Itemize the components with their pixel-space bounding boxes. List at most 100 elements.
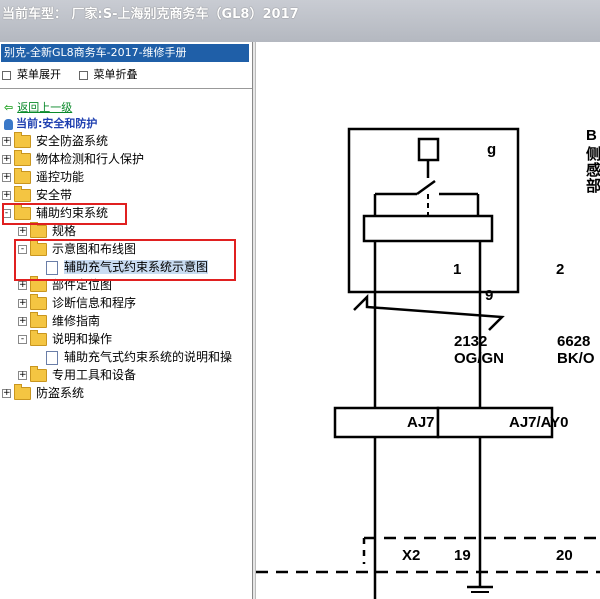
- expand-menu-label: 菜单展开: [17, 68, 61, 81]
- tree-item-label: 规格: [52, 224, 77, 238]
- tree-item-label: 物体检测和行人保护: [36, 152, 145, 166]
- folder-icon: [30, 366, 47, 382]
- module-box: [347, 127, 520, 294]
- expand-plus-icon[interactable]: +: [2, 190, 11, 200]
- folder-icon: [30, 330, 47, 346]
- menu-toolbar: 菜单展开 菜单折叠: [2, 66, 152, 82]
- squib-block: [362, 214, 494, 243]
- folder-icon: [30, 294, 47, 310]
- tree-item[interactable]: + 专用工具和设备: [18, 366, 136, 384]
- tree-item-label: 安全防盗系统: [36, 134, 109, 148]
- tree-item[interactable]: + 维修指南: [18, 312, 100, 330]
- manual-title: 别克-全新GL8商务车-2017-维修手册: [1, 44, 249, 62]
- tree-item-label: 说明和操作: [52, 332, 113, 346]
- tree-item-label: 示意图和布线图: [52, 242, 137, 256]
- highlight-box-schematic: [14, 239, 236, 281]
- title-bar: 当前车型： 厂家:S-上海别克商务车（GL8）2017: [0, 0, 600, 43]
- back-arrow-icon: ⇦: [4, 101, 14, 114]
- wiring-diagram: g B 侧 感 部 1 2 9 2132 OG/GN 6628 BK/O AJ7…: [256, 42, 600, 599]
- tree-item-label: 安全带: [36, 188, 73, 202]
- expand-plus-icon[interactable]: +: [18, 226, 27, 236]
- label-side-1: 侧: [586, 146, 600, 163]
- current-section-label: 当前:安全和防护: [16, 117, 98, 130]
- folder-icon: [30, 222, 47, 238]
- collapse-minus-icon[interactable]: -: [18, 245, 27, 254]
- switch-contact: [416, 179, 436, 196]
- label-side-0: B: [586, 127, 597, 144]
- label-circuit-6628: 6628: [557, 333, 591, 350]
- expand-plus-icon[interactable]: +: [2, 388, 11, 398]
- navigation-panel: 别克-全新GL8商务车-2017-维修手册 菜单展开 菜单折叠 ⇦返回上一级 当…: [0, 42, 252, 599]
- tree-item[interactable]: + 诊断信息和程序: [18, 294, 136, 312]
- tree-item-label: 诊断信息和程序: [52, 296, 137, 310]
- label-color-bk-o: BK/O: [557, 350, 595, 367]
- tree-item-label: 辅助约束系统: [36, 206, 109, 220]
- label-aj7-ay0: AJ7/AY0: [509, 414, 569, 431]
- expand-menu-button[interactable]: 菜单展开: [2, 68, 61, 81]
- expand-plus-icon[interactable]: +: [18, 316, 27, 326]
- label-color-og-gn: OG/GN: [454, 350, 505, 367]
- diagram-drawing: [256, 127, 600, 599]
- tree-item-label: 部件定位图: [52, 278, 113, 292]
- tree-item[interactable]: + 安全带: [2, 186, 72, 204]
- label-pin-20: 20: [556, 547, 573, 564]
- tree-item[interactable]: -辅助约束系统: [2, 204, 108, 222]
- collapse-minus-icon[interactable]: -: [18, 335, 27, 344]
- back-link[interactable]: ⇦返回上一级: [4, 99, 72, 115]
- label-side-3: 部: [586, 178, 600, 195]
- connector-aj7: [333, 406, 440, 439]
- label-pin-2: 2: [556, 261, 565, 278]
- expand-plus-icon[interactable]: +: [18, 298, 27, 308]
- tree-item-label: 辅助充气式约束系统的说明和操: [64, 350, 233, 364]
- expand-plus-icon[interactable]: +: [2, 172, 11, 182]
- folder-icon: [14, 132, 31, 148]
- label-circuit-2132: 2132: [454, 333, 488, 350]
- tree-item[interactable]: + 防盗系统: [2, 384, 84, 402]
- tree-item-label: 维修指南: [52, 314, 101, 328]
- expand-plus-icon[interactable]: +: [2, 154, 11, 164]
- label-x2: X2: [402, 547, 421, 564]
- tree-item[interactable]: + 安全防盗系统: [2, 132, 108, 150]
- tree-item[interactable]: + 遥控功能: [2, 168, 84, 186]
- folder-icon: [14, 186, 31, 202]
- collapse-menu-button[interactable]: 菜单折叠: [78, 68, 138, 81]
- tree-item[interactable]: - 示意图和布线图: [18, 240, 136, 258]
- expand-plus-icon[interactable]: +: [18, 370, 27, 380]
- tree-item-label: 辅助充气式约束系统示意图: [64, 260, 209, 274]
- tree-item[interactable]: - 说明和操作: [18, 330, 112, 348]
- tree-item-label: 专用工具和设备: [52, 368, 137, 382]
- back-link-label: 返回上一级: [17, 101, 73, 114]
- folder-icon: [14, 168, 31, 184]
- collapse-menu-label: 菜单折叠: [93, 68, 138, 81]
- folder-icon: [30, 312, 47, 328]
- folder-icon: [14, 384, 31, 400]
- expand-plus-icon[interactable]: +: [2, 136, 11, 146]
- tree-item-label: 防盗系统: [36, 386, 85, 400]
- collapse-icon: [78, 70, 88, 80]
- tree-item[interactable]: + 部件定位图: [18, 276, 112, 294]
- tree-item[interactable]: + 物体检测和行人保护: [2, 150, 144, 168]
- shorting-bar: [353, 293, 505, 331]
- panel-splitter[interactable]: [252, 42, 256, 599]
- label-aj7: AJ7: [407, 414, 435, 431]
- expand-icon: [2, 70, 11, 80]
- expand-plus-icon[interactable]: +: [18, 280, 27, 290]
- current-model-text: 当前车型： 厂家:S-上海别克商务车（GL8）2017: [2, 7, 299, 22]
- tree-item-label: 遥控功能: [36, 170, 85, 184]
- folder-icon: [14, 150, 31, 166]
- label-pin-19: 19: [454, 547, 471, 564]
- label-pin-1: 1: [453, 261, 462, 278]
- tree-item[interactable]: 辅助充气式约束系统的说明和操: [34, 348, 232, 366]
- divider: [0, 88, 252, 89]
- tree-item[interactable]: 辅助充气式约束系统示意图: [34, 258, 209, 276]
- sensor-square: [417, 137, 440, 162]
- label-g: g: [487, 141, 497, 158]
- connector-aj7-ay0: [436, 406, 554, 439]
- location-icon: [4, 118, 13, 130]
- document-icon: [46, 350, 58, 365]
- label-side-2: 感: [586, 162, 600, 179]
- document-icon: [46, 260, 58, 275]
- highlight-box-restraint: [2, 203, 127, 225]
- label-pin-9: 9: [485, 287, 494, 304]
- current-section: 当前:安全和防护: [4, 115, 97, 131]
